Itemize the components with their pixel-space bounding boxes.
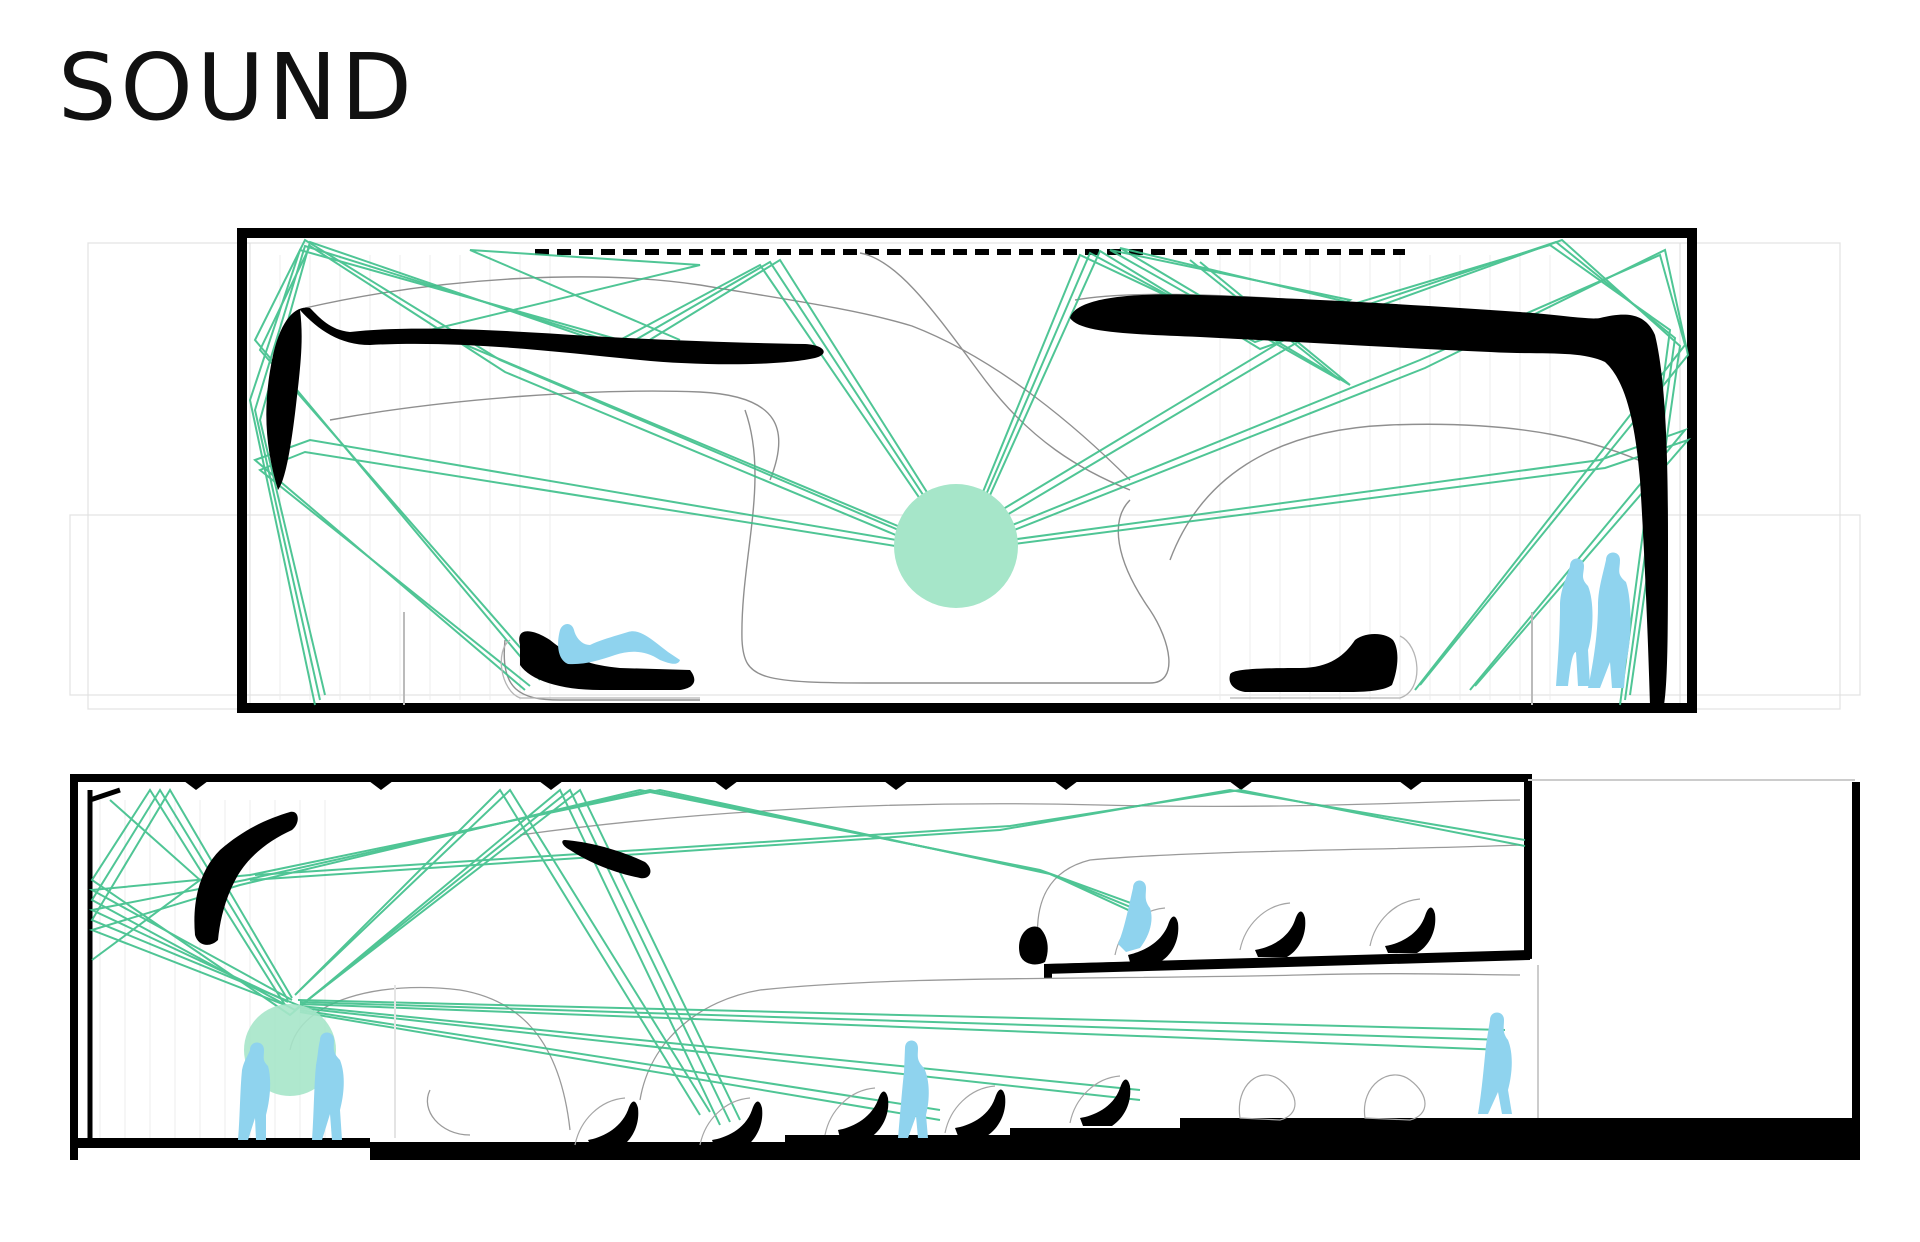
upper-background-elevation <box>69 242 1861 710</box>
reclining-person-figure <box>558 624 680 665</box>
lower-balcony-slab <box>1044 950 1530 974</box>
upper-left-lounger <box>519 631 695 690</box>
lower-people-figures <box>238 880 1512 1140</box>
lower-seat-outlines <box>574 898 1426 1146</box>
standing-couple-figures <box>1556 552 1631 688</box>
upper-sound-source <box>894 484 1018 608</box>
lower-balcony-sculpture <box>1019 926 1048 965</box>
upper-lounger-outlines <box>500 635 1418 699</box>
lower-seats <box>588 907 1436 1148</box>
upper-left-sculpture <box>266 307 824 490</box>
lower-left-boomerang-sculpture <box>194 811 298 945</box>
lower-ceiling-nodes <box>180 778 1427 790</box>
lower-hanging-sculpture <box>562 840 651 879</box>
page-title: SOUND <box>58 34 416 141</box>
lower-section <box>70 774 1860 1160</box>
upper-contours <box>304 252 1661 701</box>
upper-room-outline <box>237 228 1697 713</box>
upper-section <box>69 228 1861 713</box>
upper-right-lounger <box>1229 634 1398 692</box>
lower-floor <box>70 1118 1860 1160</box>
lower-contours <box>289 799 1521 1136</box>
upper-right-sculpture <box>1070 294 1668 705</box>
